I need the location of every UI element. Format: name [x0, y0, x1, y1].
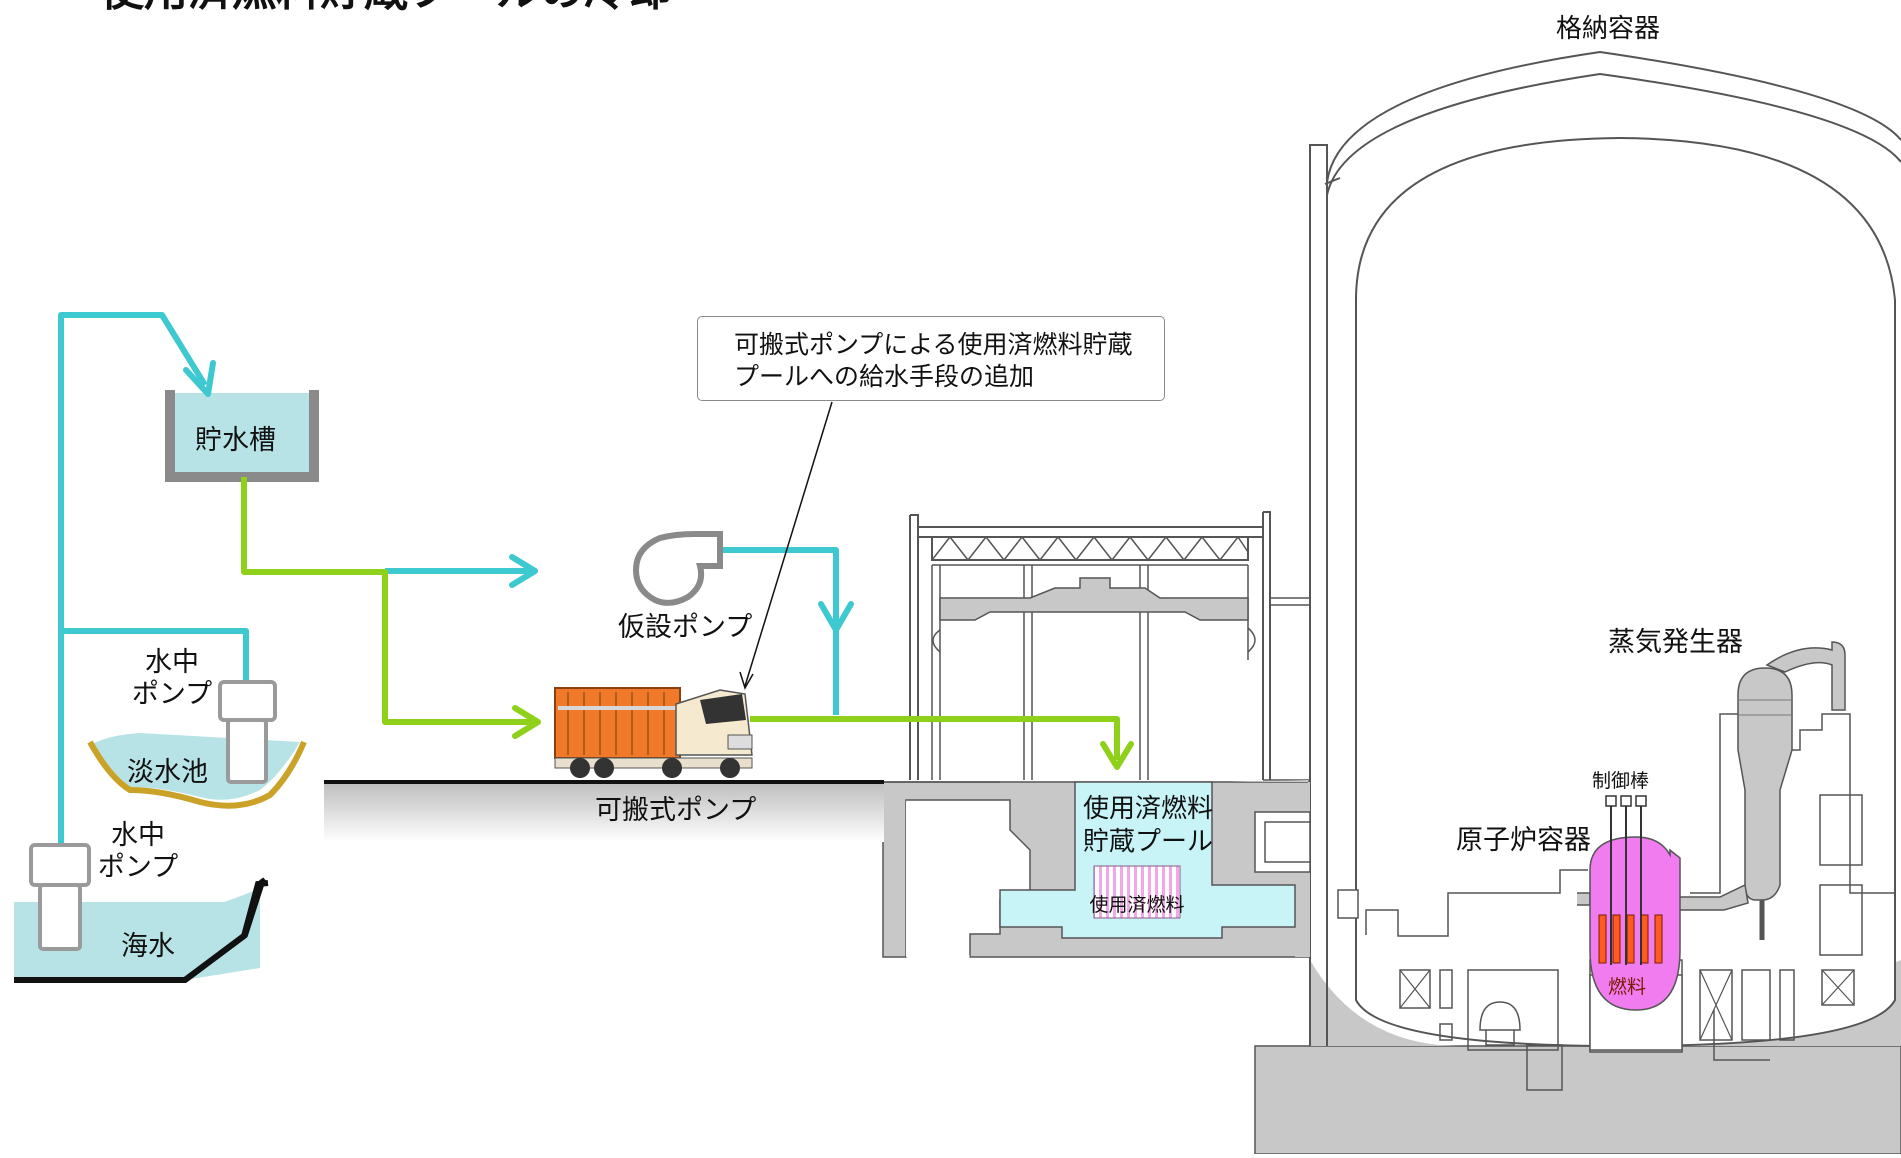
label-submersible-pump-upper-line2: ポンプ — [131, 679, 213, 710]
label-fuel: 燃料 — [1607, 976, 1647, 998]
label-spent-fuel-pool-line1: 使用済燃料 — [1083, 794, 1214, 824]
label-submersible-pump-upper-line1: 水中 — [144, 647, 199, 678]
label-control-rod: 制御棒 — [1592, 770, 1650, 792]
callout-arrowhead — [739, 671, 754, 690]
label-seawater: 海水 — [121, 931, 175, 962]
reactor-building — [1254, 50, 1901, 1155]
water-tank — [165, 390, 319, 482]
label-reactor-vessel: 原子炉容器 — [1456, 825, 1591, 856]
cyan-piping — [58, 312, 839, 845]
temporary-pump — [632, 531, 723, 606]
label-submersible-pump-lower: 水中 ポンプ — [98, 820, 178, 884]
page-title: 使用済燃料貯蔵プールの冷却 — [100, 0, 672, 18]
label-submersible-pump-upper: 水中 ポンプ — [132, 647, 212, 711]
label-containment-vessel: 格納容器 — [1555, 14, 1661, 44]
label-spent-fuel-pool-line2: 貯蔵プール — [1083, 827, 1214, 857]
green-piping — [241, 477, 1120, 760]
control-rods — [1605, 795, 1647, 965]
ground — [324, 780, 884, 842]
submersible-pump-lower — [29, 843, 91, 951]
callout-line1: 可搬式ポンプによる使用済燃料貯蔵 — [734, 330, 1133, 359]
callout-line2: プールへの給水手段の追加 — [734, 362, 1035, 391]
callout-pointer — [744, 401, 833, 687]
label-portable-pump: 可搬式ポンプ — [595, 795, 757, 826]
fuel-building — [882, 511, 1311, 958]
callout-box: 可搬式ポンプによる使用済燃料貯蔵 プールへの給水手段の追加 — [697, 316, 1165, 401]
cyan-arrowheads — [183, 360, 854, 633]
label-freshwater-pond: 淡水池 — [127, 757, 208, 788]
label-temporary-pump: 仮設ポンプ — [618, 612, 753, 643]
label-submersible-pump-lower-line2: ポンプ — [97, 852, 179, 883]
label-water-tank: 貯水槽 — [195, 425, 276, 456]
label-spent-fuel: 使用済燃料 — [1089, 894, 1185, 916]
portable-pump-truck — [554, 687, 753, 778]
label-steam-generator: 蒸気発生器 — [1608, 627, 1743, 658]
submersible-pump-upper — [218, 680, 277, 784]
label-spent-fuel-pool: 使用済燃料 貯蔵プール — [1083, 793, 1213, 859]
green-arrowheads — [512, 705, 1134, 770]
label-submersible-pump-lower-line1: 水中 — [110, 820, 165, 851]
